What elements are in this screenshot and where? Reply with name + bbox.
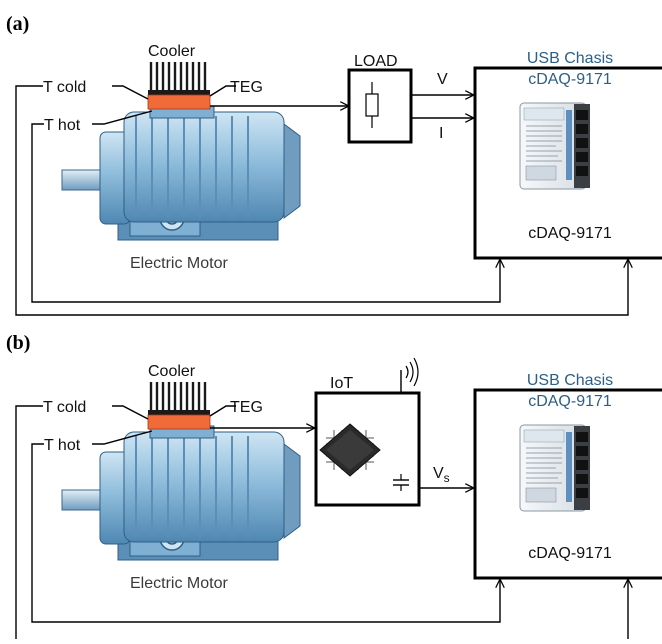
- daq-module-icon: [519, 102, 591, 190]
- motor-label: Electric Motor: [130, 255, 228, 272]
- capacitor-icon: [393, 474, 409, 491]
- wireless-signal-icon: [400, 357, 419, 393]
- teg-label: TEG: [230, 79, 263, 96]
- t-cold-feedback-wire: [15, 85, 628, 316]
- panel-a: (a) Cooler T cold T hot TEG Electric Mot…: [6, 13, 662, 316]
- motor-label: Electric Motor: [130, 575, 228, 592]
- t-cold-label: T cold: [43, 79, 86, 96]
- t-hot-feedback-wire: [31, 443, 500, 623]
- t-hot-feedback-wire: [31, 123, 500, 303]
- daq-module-icon: [519, 424, 591, 512]
- t-cold-label: T cold: [43, 399, 86, 416]
- heatsink-icon: [146, 60, 212, 98]
- teg-element: [147, 414, 211, 430]
- load-block: [347, 68, 413, 144]
- teg-lead: [209, 85, 236, 97]
- resistor-icon: [365, 82, 379, 128]
- t-hot-label: T hot: [44, 437, 81, 454]
- cooler-label: Cooler: [148, 43, 196, 60]
- vs-label: Vs: [433, 465, 450, 485]
- panel-a-label: (a): [6, 13, 29, 35]
- load-label: LOAD: [354, 53, 398, 70]
- t-hot-lead: [92, 430, 153, 445]
- electric-motor-icon: [61, 105, 301, 241]
- voltage-label: V: [437, 71, 448, 88]
- chassis-bottom-label: cDAQ-9171: [528, 545, 612, 562]
- t-hot-lead: [92, 110, 153, 125]
- usb-chassis: [473, 388, 662, 580]
- t-cold-feedback-wire: [15, 405, 43, 639]
- electric-motor-icon: [61, 425, 301, 561]
- heatsink-icon: [146, 380, 212, 418]
- teg-element: [147, 94, 211, 110]
- usb-chassis: [473, 66, 662, 260]
- chassis-title-2: cDAQ-9171: [528, 71, 612, 88]
- chassis-bottom-label: cDAQ-9171: [528, 225, 612, 242]
- iot-label: IoT: [330, 375, 353, 392]
- panel-b: (b) Cooler T cold T hot TEG Electric Mot…: [6, 332, 662, 639]
- t-cold-lead: [112, 405, 149, 420]
- microcontroller-icon: [319, 423, 381, 477]
- chassis-title-1: USB Chasis: [527, 372, 613, 389]
- teg-label: TEG: [230, 399, 263, 416]
- chassis-title-1: USB Chasis: [527, 50, 613, 67]
- current-label: I: [439, 125, 443, 142]
- teg-lead: [209, 405, 236, 417]
- t-cold-lead: [112, 85, 149, 100]
- panel-b-label: (b): [6, 332, 30, 354]
- cooler-label: Cooler: [148, 363, 196, 380]
- chassis-title-2: cDAQ-9171: [528, 393, 612, 410]
- iot-block: [314, 391, 421, 507]
- t-hot-label: T hot: [44, 117, 81, 134]
